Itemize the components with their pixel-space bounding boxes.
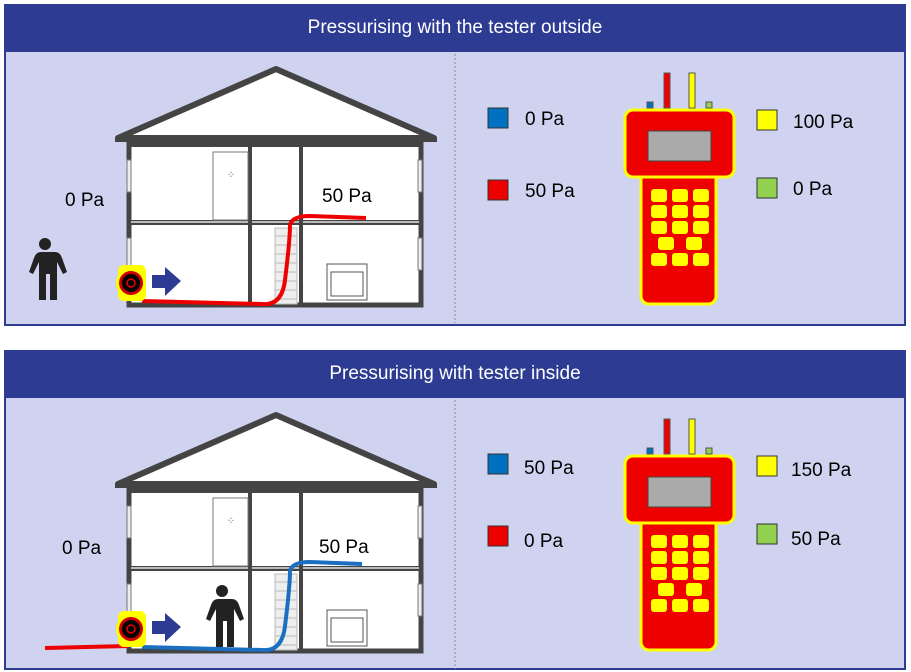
outside-hose bbox=[44, 644, 129, 650]
legend-swatch-red bbox=[487, 525, 509, 547]
inside-pressure: 50 Pa bbox=[319, 537, 369, 558]
outside-pressure: 0 Pa bbox=[62, 538, 102, 559]
airflow-arrow-icon bbox=[152, 267, 181, 296]
svg-text:⁘: ⁘ bbox=[227, 516, 235, 527]
legend-swatch-yellow bbox=[756, 109, 778, 131]
legend-swatch-blue bbox=[487, 107, 509, 129]
pressure-hose bbox=[141, 559, 363, 653]
legend-swatch-yellow bbox=[756, 455, 778, 477]
house-icon: ⁘ bbox=[115, 66, 437, 308]
legend-green: 50 Pa bbox=[791, 529, 841, 550]
legend-yellow: 150 Pa bbox=[791, 460, 852, 481]
pressure-tester-icon bbox=[623, 72, 736, 306]
outside-pressure: 0 Pa bbox=[65, 190, 105, 211]
blower-fan-icon bbox=[116, 611, 146, 647]
airflow-arrow-icon bbox=[152, 613, 181, 642]
legend-blue: 0 Pa bbox=[525, 109, 565, 130]
legend-swatch-green bbox=[756, 177, 778, 199]
person-icon bbox=[206, 585, 244, 647]
legend-red: 50 Pa bbox=[525, 181, 575, 202]
legend-swatch-red bbox=[487, 179, 509, 201]
person-icon bbox=[29, 238, 67, 300]
inside-pressure: 50 Pa bbox=[322, 186, 372, 207]
legend-red: 0 Pa bbox=[524, 531, 564, 552]
svg-text:⁘: ⁘ bbox=[227, 170, 235, 181]
pressure-tester-icon bbox=[623, 418, 736, 652]
legend-yellow: 100 Pa bbox=[793, 112, 854, 133]
blower-fan-icon bbox=[116, 265, 146, 301]
panel-title: Pressurising with tester inside bbox=[4, 350, 906, 398]
legend-swatch-green bbox=[756, 523, 778, 545]
legend-green: 0 Pa bbox=[793, 179, 833, 200]
pressure-hose bbox=[141, 213, 367, 307]
house-icon: ⁘ bbox=[115, 412, 437, 654]
panel-title: Pressurising with the tester outside bbox=[4, 4, 906, 52]
legend-blue: 50 Pa bbox=[524, 458, 574, 479]
legend-swatch-blue bbox=[487, 453, 509, 475]
